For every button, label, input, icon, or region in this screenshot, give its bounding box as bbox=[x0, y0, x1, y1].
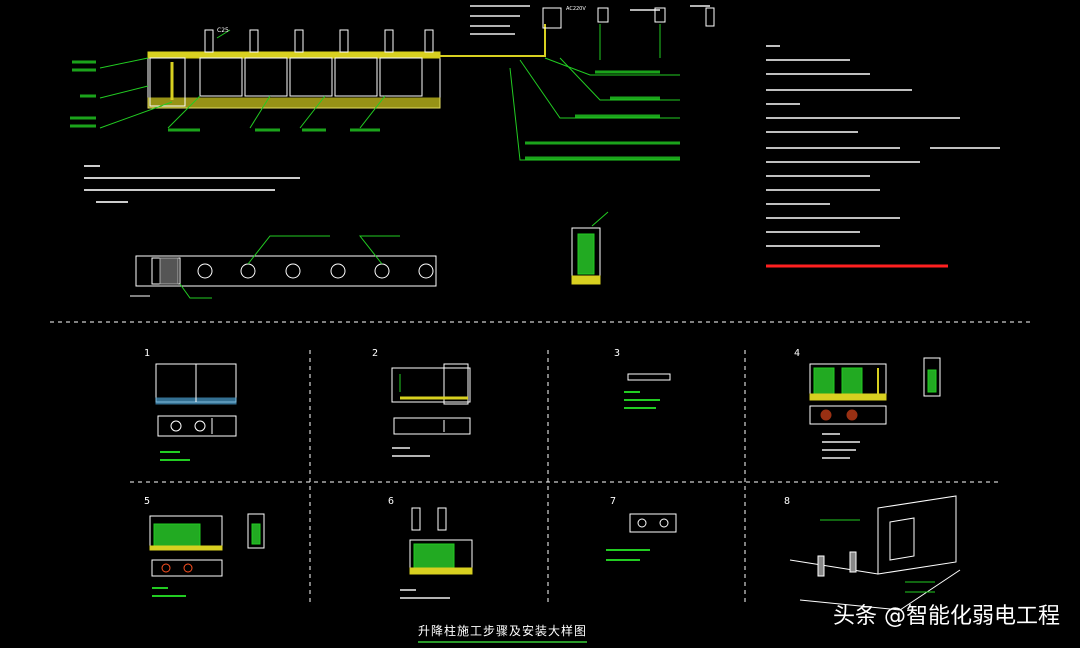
detail-4 bbox=[809, 357, 941, 459]
main-section-view: C25 AC220V bbox=[70, 5, 715, 161]
left-notes bbox=[84, 165, 300, 203]
detail-8 bbox=[789, 495, 961, 611]
detail-number-5: 5 bbox=[144, 496, 151, 507]
detail-number-8: 8 bbox=[784, 496, 791, 507]
side-detail bbox=[571, 211, 609, 285]
detail-2 bbox=[391, 363, 471, 457]
detail-grid bbox=[130, 350, 1000, 605]
detail-1 bbox=[155, 363, 237, 461]
detail-number-6: 6 bbox=[388, 496, 395, 507]
detail-6 bbox=[400, 507, 473, 599]
right-notes bbox=[766, 45, 1000, 247]
detail-number-4: 4 bbox=[794, 348, 801, 359]
detail-number-1: 1 bbox=[144, 348, 151, 359]
detail-7 bbox=[606, 513, 677, 561]
detail-number-3: 3 bbox=[614, 348, 621, 359]
c25-label: C25 bbox=[217, 27, 229, 34]
watermark: 头条 @智能化弱电工程 bbox=[833, 604, 1060, 629]
detail-5 bbox=[149, 513, 265, 597]
detail-number-2: 2 bbox=[372, 348, 379, 359]
plan-view bbox=[130, 235, 437, 299]
power-label: AC220V bbox=[566, 6, 586, 12]
drawing-title: 升降柱施工步骤及安装大样图 bbox=[418, 622, 588, 643]
detail-3 bbox=[624, 373, 671, 409]
detail-number-7: 7 bbox=[610, 496, 617, 507]
